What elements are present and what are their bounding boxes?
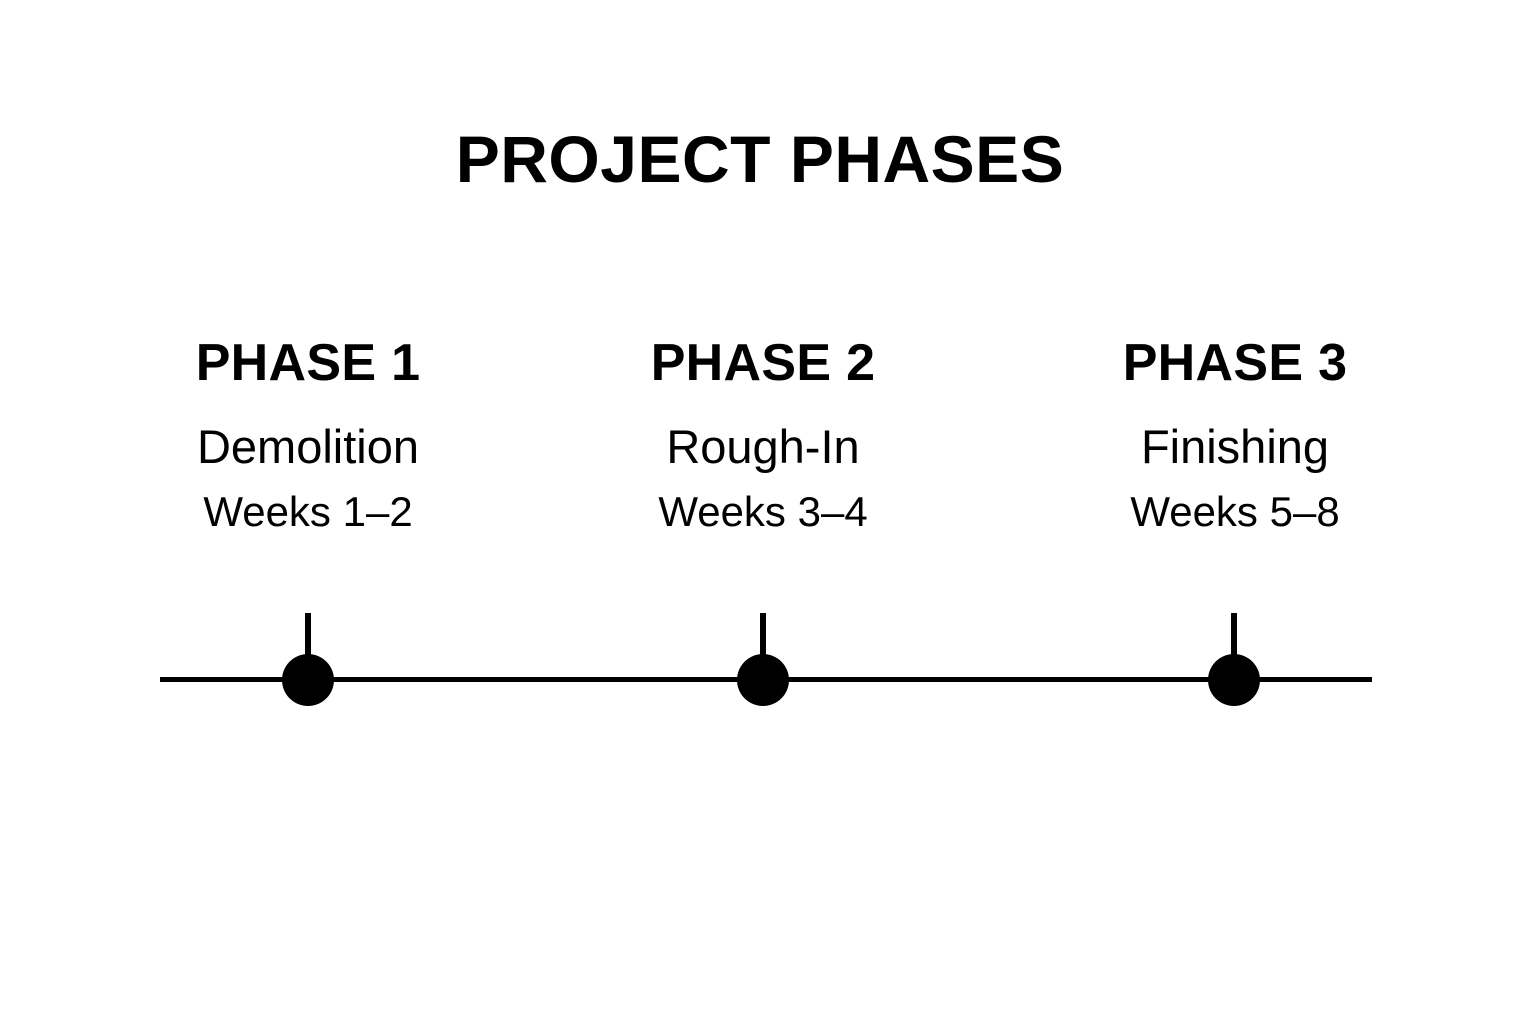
phase-weeks-3: Weeks 5–8 — [1130, 488, 1340, 536]
marker-stem-1 — [305, 613, 311, 675]
phase-label-group-2: PHASE 2 Rough-In Weeks 3–4 — [553, 334, 973, 536]
phase-name-1: Demolition — [196, 420, 420, 474]
phase-name-3: Finishing — [1140, 420, 1330, 474]
phase-label-group-3: PHASE 3 Finishing Weeks 5–8 — [1025, 334, 1445, 536]
marker-dot-icon-3 — [1208, 654, 1260, 706]
phase-label-group-1: PHASE 1 Demolition Weeks 1–2 — [98, 334, 518, 536]
phase-heading-1: PHASE 1 — [195, 334, 421, 392]
page-title: PROJECT PHASES — [455, 122, 1065, 196]
phase-heading-3: PHASE 3 — [1122, 334, 1348, 392]
phase-heading-2: PHASE 2 — [650, 334, 876, 392]
marker-stem-3 — [1231, 613, 1237, 675]
phase-weeks-2: Weeks 3–4 — [658, 488, 868, 536]
phase-name-2: Rough-In — [666, 420, 860, 474]
marker-dot-icon-1 — [282, 654, 334, 706]
marker-stem-2 — [760, 613, 766, 675]
marker-dot-icon-2 — [737, 654, 789, 706]
phase-weeks-1: Weeks 1–2 — [203, 488, 413, 536]
